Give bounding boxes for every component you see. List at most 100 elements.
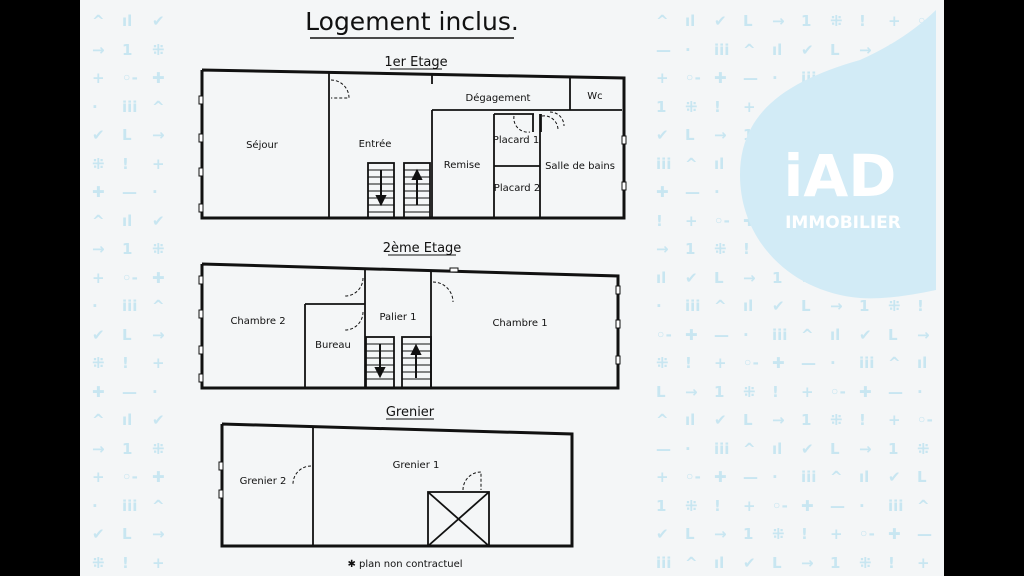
pattern-glyph: ! <box>859 411 866 429</box>
pattern-glyph: ıl <box>859 468 870 486</box>
pattern-glyph: iii <box>122 496 138 515</box>
room-label: Remise <box>444 160 481 171</box>
pattern-glyph: ◦- <box>772 496 788 515</box>
pattern-glyph: → <box>917 325 930 344</box>
pattern-glyph: ✚ <box>714 468 727 486</box>
pattern-glyph: → <box>152 126 165 144</box>
pattern-glyph: L <box>714 268 724 287</box>
pattern-glyph: → <box>92 439 105 458</box>
pattern-glyph: L <box>685 525 695 543</box>
pattern-glyph: ⁜ <box>743 382 756 401</box>
pattern-glyph: 1 <box>656 97 667 116</box>
pattern-glyph: ! <box>743 240 750 258</box>
pattern-glyph: — <box>714 325 729 344</box>
pattern-glyph: ✚ <box>92 183 105 201</box>
pattern-glyph: → <box>656 240 669 258</box>
pattern-glyph: — <box>743 69 758 87</box>
pattern-glyph: ✚ <box>152 69 165 87</box>
pattern-glyph: 1 <box>801 12 812 30</box>
pattern-glyph: ^ <box>714 297 727 315</box>
pattern-glyph: ıl <box>122 411 133 429</box>
pattern-glyph: L <box>917 468 927 486</box>
pattern-glyph: ıl <box>714 553 725 572</box>
pattern-glyph: + <box>685 211 698 230</box>
pattern-glyph: → <box>859 439 872 458</box>
pattern-glyph: + <box>92 69 105 87</box>
pattern-glyph: ıl <box>772 40 783 59</box>
pattern-glyph: ıl <box>743 297 754 315</box>
pattern-glyph: L <box>801 297 811 315</box>
pattern-glyph: ✔ <box>92 325 105 344</box>
pattern-glyph: iii <box>685 297 701 315</box>
pattern-glyph: + <box>917 553 930 572</box>
pattern-glyph: ^ <box>685 154 698 173</box>
pattern-glyph: + <box>743 97 756 116</box>
pattern-glyph: ⁜ <box>92 354 105 372</box>
pattern-glyph: ◦- <box>122 268 138 287</box>
pattern-glyph: ◦- <box>122 468 138 486</box>
pattern-glyph: ⁜ <box>92 553 105 572</box>
pattern-glyph: ⁜ <box>656 354 669 372</box>
pattern-glyph: 1 <box>859 297 870 315</box>
pattern-glyph: ✚ <box>888 525 901 543</box>
iad-logo: iAD IMMOBILIER <box>740 10 936 299</box>
pattern-glyph: · <box>92 97 98 116</box>
pattern-glyph: ✔ <box>152 12 165 30</box>
pattern-glyph: ! <box>656 211 663 230</box>
pattern-glyph: iii <box>772 325 788 344</box>
room-label: Palier 1 <box>379 312 416 323</box>
pattern-glyph: ✚ <box>152 268 165 287</box>
pattern-glyph: · <box>685 40 691 59</box>
room-label: Entrée <box>359 138 392 150</box>
room-label: Salle de bains <box>545 161 615 172</box>
pattern-glyph: → <box>92 240 105 258</box>
pattern-glyph: iii <box>801 468 817 486</box>
pattern-glyph: — <box>743 468 758 486</box>
pattern-glyph: ⁜ <box>685 97 698 116</box>
pattern-glyph: 1 <box>122 439 133 458</box>
pattern-glyph: L <box>830 40 840 59</box>
pattern-glyph: ! <box>859 12 866 30</box>
pattern-glyph: ıl <box>830 325 841 344</box>
room-label: Wc <box>587 91 602 102</box>
pattern-glyph: 1 <box>122 240 133 258</box>
room-label: Grenier 2 <box>240 476 287 487</box>
pattern-glyph: — <box>656 439 671 458</box>
pattern-glyph: ^ <box>92 411 105 429</box>
pattern-glyph: ◦- <box>656 325 672 344</box>
pattern-glyph: + <box>152 154 165 173</box>
floor-label-2: 2ème Etage <box>383 241 462 256</box>
pattern-glyph: + <box>152 354 165 372</box>
pattern-glyph: 1 <box>801 411 812 429</box>
pattern-glyph: L <box>772 553 782 572</box>
pattern-glyph: → <box>801 553 814 572</box>
pattern-glyph: L <box>122 325 132 344</box>
pattern-glyph: — <box>122 183 137 201</box>
pattern-glyph: · <box>92 496 98 515</box>
disclaimer-note: ✱ plan non contractuel <box>347 559 462 570</box>
pattern-glyph: → <box>685 382 698 401</box>
floor-plan-panel: ^ ıl ✔ → 1 ⁜ + ◦- ✚ · iii ^ ✔ L → ⁜! + ✚ — · ^ ıl ✔ → 1 ⁜ + ◦- ✚ · iii… <box>80 0 944 576</box>
pattern-glyph: · <box>656 297 662 315</box>
pattern-glyph: ✔ <box>656 126 669 144</box>
pattern-glyph: → <box>859 40 872 59</box>
pattern-glyph: ✚ <box>92 382 105 401</box>
pattern-glyph: ◦- <box>830 382 846 401</box>
pattern-glyph: ıl <box>772 439 783 458</box>
pattern-glyph: ^ <box>92 211 105 230</box>
pattern-glyph: L <box>122 126 132 144</box>
pattern-glyph: ◦- <box>743 354 759 372</box>
pattern-glyph: ✔ <box>859 325 872 344</box>
pattern-glyph: ^ <box>656 12 669 30</box>
pattern-glyph: ✔ <box>743 553 756 572</box>
pattern-glyph: L <box>743 411 753 429</box>
pattern-glyph: 1 <box>888 439 899 458</box>
pattern-glyph: ıl <box>656 268 667 287</box>
pattern-glyph: ✚ <box>152 468 165 486</box>
pattern-glyph: 1 <box>656 496 667 515</box>
pattern-glyph: ◦- <box>685 468 701 486</box>
pattern-glyph: + <box>92 468 105 486</box>
pattern-glyph: L <box>685 126 695 144</box>
pattern-glyph: ^ <box>152 297 165 315</box>
pattern-glyph: ✔ <box>888 468 901 486</box>
